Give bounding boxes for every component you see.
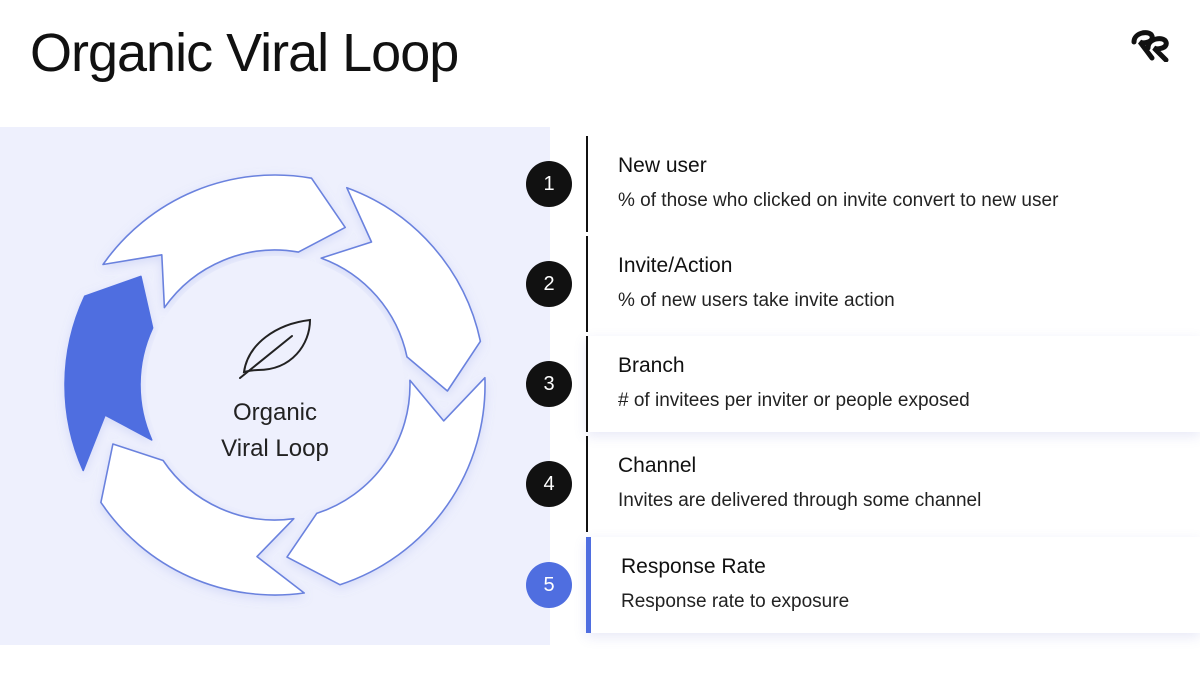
step-number-badge: 1 <box>526 161 572 207</box>
step-item-branch: 3 Branch # of invitees per inviter or pe… <box>520 336 1200 432</box>
step-description: Response rate to exposure <box>621 591 850 612</box>
loop-segment <box>286 376 486 586</box>
step-description: # of invitees per inviter or people expo… <box>618 390 970 411</box>
step-number-badge: 2 <box>526 261 572 307</box>
loop-center-line1: Organic <box>232 399 318 426</box>
step-card: New user % of those who clicked on invit… <box>586 136 1200 232</box>
step-title: Response Rate <box>621 555 766 578</box>
loop-segment <box>64 275 154 472</box>
step-description: % of those who clicked on invite convert… <box>618 190 1059 211</box>
step-item-invite-action: 2 Invite/Action % of new users take invi… <box>520 236 1200 332</box>
page-title: Organic Viral Loop <box>30 23 459 83</box>
step-number-badge: 3 <box>526 361 572 407</box>
step-title: Channel <box>618 454 697 477</box>
loop-diagram <box>64 174 486 596</box>
step-description: % of new users take invite action <box>618 290 895 311</box>
leaf-icon <box>239 318 312 379</box>
step-number-badge: 5 <box>526 562 572 608</box>
step-description: Invites are delivered through some chann… <box>618 490 982 511</box>
loop-center-line2: Viral Loop <box>221 435 329 462</box>
loop-segment <box>102 174 346 309</box>
brand-logo-icon <box>1131 30 1169 62</box>
loop-segment <box>100 443 305 596</box>
step-number-badge: 4 <box>526 461 572 507</box>
step-title: Invite/Action <box>618 254 733 277</box>
step-item-new-user: 1 New user % of those who clicked on inv… <box>520 136 1200 232</box>
loop-center <box>146 256 404 514</box>
step-card: Invite/Action % of new users take invite… <box>586 236 1200 332</box>
loop-center-label: Organic Viral Loop <box>175 395 375 467</box>
step-card: Branch # of invitees per inviter or peop… <box>586 336 1200 432</box>
step-item-response-rate: 5 Response Rate Response rate to exposur… <box>520 537 1200 633</box>
step-card: Channel Invites are delivered through so… <box>586 436 1200 532</box>
step-card: Response Rate Response rate to exposure <box>586 537 1200 633</box>
step-item-channel: 4 Channel Invites are delivered through … <box>520 436 1200 532</box>
loop-segment <box>320 186 482 392</box>
step-title: Branch <box>618 354 685 377</box>
step-title: New user <box>618 154 707 177</box>
